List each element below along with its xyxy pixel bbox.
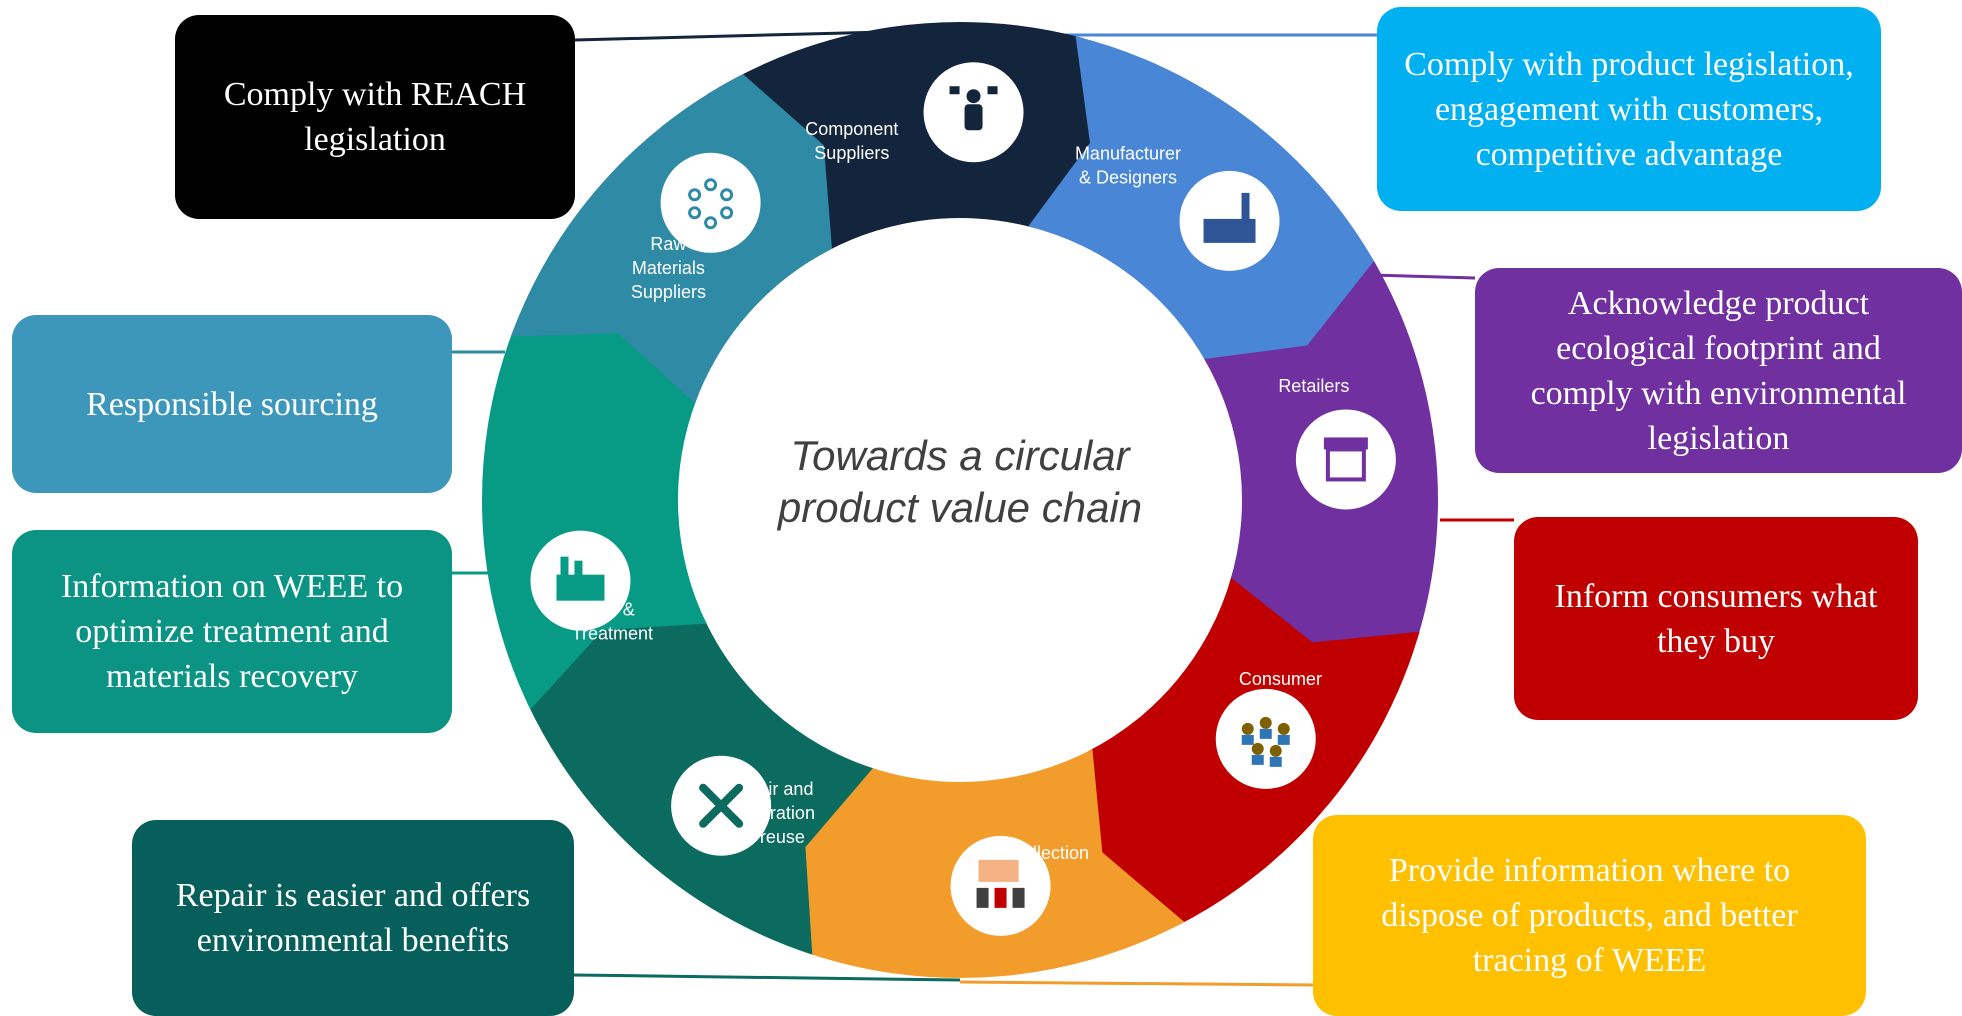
reach-box: Comply with REACH legislation: [175, 15, 575, 219]
tools-icon: [671, 755, 772, 856]
people-group-icon: [1215, 688, 1316, 789]
center-title-line2: product value chain: [776, 484, 1142, 531]
connector-line: [959, 980, 1314, 987]
dispose-box: Provide information where to dispose of …: [1313, 815, 1866, 1016]
weee-box: Information on WEEE to optimize treatmen…: [12, 530, 452, 733]
inform-box: Inform consumers what they buy: [1514, 517, 1918, 720]
recycling-plant-icon: [530, 530, 631, 631]
store-icon: [1295, 409, 1396, 510]
sourcing-box: Responsible sourcing: [12, 315, 452, 493]
factory-icon: [1179, 170, 1280, 271]
footprint-box: Acknowledge product ecological footprint…: [1475, 268, 1962, 473]
product-box: Comply with product legislation, engagem…: [1377, 7, 1881, 211]
repair-box: Repair is easier and offers environmenta…: [132, 820, 574, 1016]
segment-icons: [530, 62, 1396, 936]
segment-pretreatment: [482, 327, 707, 710]
segment-label-consumer: Consumer: [1239, 669, 1322, 689]
recycling-truck-bins-icon: [950, 835, 1051, 936]
connector-line: [573, 973, 961, 982]
center-title-line1: Towards a circular: [790, 432, 1131, 479]
segment-label-manufacturer: Manufacturer& Designers: [1075, 143, 1181, 187]
businessman-network-icon: [923, 62, 1024, 163]
molecule-icon: [660, 152, 761, 253]
connector-line: [1369, 273, 1476, 280]
segment-rawmaterials: [510, 74, 832, 404]
segment-label-retailers: Retailers: [1278, 376, 1349, 396]
